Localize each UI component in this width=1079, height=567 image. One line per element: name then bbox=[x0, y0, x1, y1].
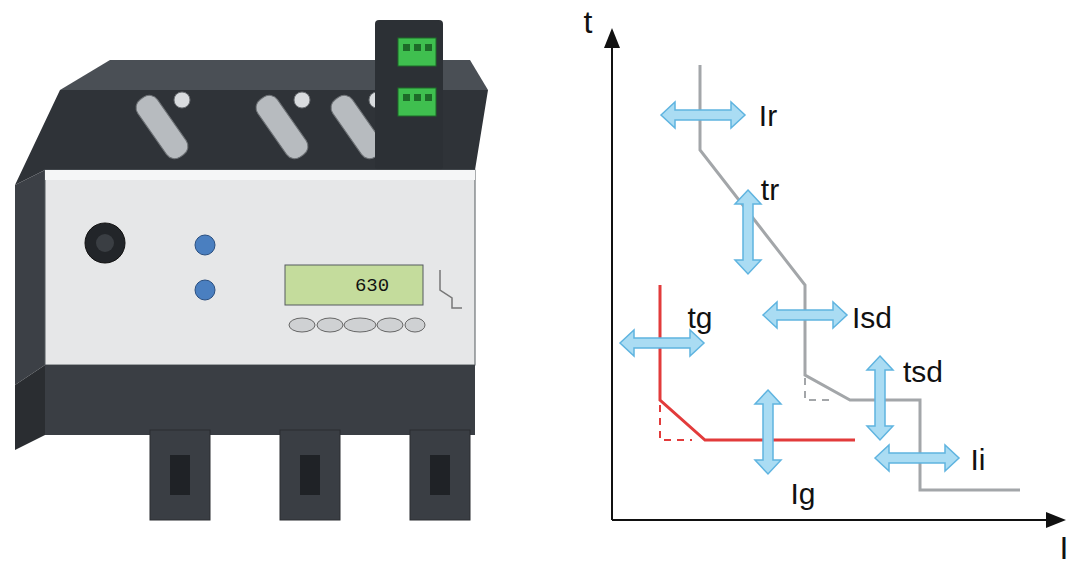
button bbox=[289, 318, 315, 332]
breaker-side bbox=[15, 170, 45, 385]
adjust-arrow bbox=[620, 330, 704, 356]
setting-label: Ii bbox=[971, 445, 986, 475]
terminal-leg bbox=[150, 430, 210, 520]
ground-fault-curve bbox=[660, 285, 855, 440]
axis-label: I bbox=[1060, 532, 1069, 564]
time-axis bbox=[611, 44, 613, 520]
setting-label: Ir bbox=[759, 101, 777, 131]
button bbox=[317, 318, 343, 332]
terminal-slot bbox=[430, 455, 450, 495]
setting-dial bbox=[195, 280, 215, 300]
lug bbox=[252, 91, 312, 162]
circuit-breaker bbox=[15, 20, 488, 520]
terminal-hole bbox=[403, 94, 410, 101]
button bbox=[377, 318, 403, 332]
setting-label: Ig bbox=[790, 479, 815, 509]
button bbox=[344, 318, 376, 332]
rotary-knob bbox=[85, 223, 125, 263]
trip-unit-face bbox=[45, 170, 475, 365]
accessory-module bbox=[375, 20, 443, 170]
setting-dial bbox=[195, 235, 215, 255]
terminal-hole bbox=[425, 94, 432, 101]
current-axis bbox=[612, 519, 1048, 521]
terminal-hole bbox=[403, 44, 410, 51]
axis-arrowhead bbox=[604, 28, 620, 48]
adjust-arrow bbox=[661, 102, 745, 128]
base-side bbox=[15, 365, 45, 450]
trip-curve-dashed bbox=[805, 378, 835, 400]
lug-screw bbox=[174, 92, 190, 108]
breaker-base bbox=[45, 365, 475, 435]
axis-arrowhead bbox=[1046, 512, 1066, 528]
terminal-leg bbox=[280, 430, 340, 520]
adjust-arrow bbox=[875, 445, 959, 471]
display-reading: 630 bbox=[355, 277, 389, 296]
knob-center bbox=[96, 234, 114, 252]
lcd-display bbox=[285, 265, 423, 305]
setting-label: tr bbox=[761, 175, 779, 205]
setting-label: Isd bbox=[852, 303, 892, 333]
terminal-slot bbox=[170, 455, 190, 495]
terminal-slot bbox=[300, 455, 320, 495]
terminal-block bbox=[398, 38, 436, 66]
curve-icon bbox=[440, 270, 462, 308]
face-strip bbox=[45, 170, 475, 180]
setting-label: tsd bbox=[903, 357, 943, 387]
button bbox=[405, 318, 425, 332]
trip-curve bbox=[700, 65, 1020, 490]
ground-fault-curve-dashed bbox=[660, 405, 692, 440]
terminal-hole bbox=[414, 94, 421, 101]
adjust-arrow bbox=[735, 190, 761, 274]
lug bbox=[132, 91, 192, 162]
lug-screw bbox=[294, 92, 310, 108]
terminal-block bbox=[398, 88, 436, 116]
adjust-arrow bbox=[867, 356, 893, 440]
terminal-hole bbox=[425, 44, 432, 51]
terminal-hole bbox=[414, 44, 421, 51]
adjust-arrow bbox=[763, 302, 847, 328]
terminal-leg bbox=[410, 430, 470, 520]
axis-label: t bbox=[584, 6, 593, 38]
cable-lug bbox=[252, 91, 312, 162]
cable-lug bbox=[132, 91, 192, 162]
adjust-arrow bbox=[755, 390, 781, 474]
setting-label: tg bbox=[687, 303, 712, 333]
